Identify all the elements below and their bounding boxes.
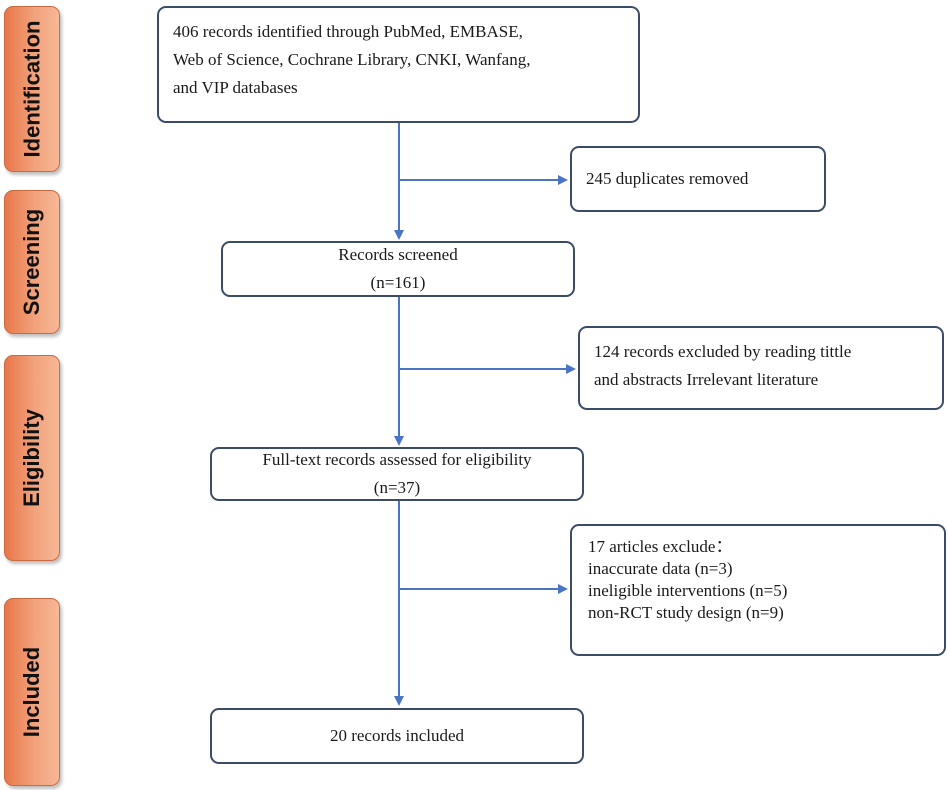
- identified-line-3: and VIP databases: [173, 78, 298, 97]
- identified-line-2: Web of Science, Cochrane Library, CNKI, …: [173, 50, 531, 69]
- screened-line-1: Records screened: [338, 245, 458, 264]
- excluded-articles-line-4: non-RCT study design (n=9): [588, 603, 784, 622]
- excluded-articles-line-1: 17 articles exclude：: [588, 537, 733, 556]
- identified-line-1: 406 records identified through PubMed, E…: [173, 22, 523, 41]
- box-articles-excluded: 17 articles exclude： inaccurate data (n=…: [570, 524, 946, 656]
- screened-line-2: (n=161): [370, 273, 426, 292]
- box-records-screened: Records screened (n=161): [221, 241, 575, 297]
- duplicates-line-1: 245 duplicates removed: [586, 169, 749, 188]
- box-excluded-by-title: 124 records excluded by reading tittle a…: [578, 326, 944, 410]
- excluded-title-line-2: and abstracts Irrelevant literature: [594, 370, 819, 389]
- stage-screening: Screening: [4, 190, 60, 334]
- box-records-identified: 406 records identified through PubMed, E…: [157, 6, 640, 123]
- box-fulltext-assessed: Full-text records assessed for eligibili…: [210, 447, 584, 501]
- box-records-included: 20 records included: [210, 708, 584, 764]
- fulltext-line-2: (n=37): [373, 478, 421, 497]
- excluded-title-line-1: 124 records excluded by reading tittle: [594, 342, 852, 361]
- fulltext-line-1: Full-text records assessed for eligibili…: [262, 450, 532, 469]
- stage-eligibility: Eligibility: [4, 355, 60, 561]
- excluded-articles-line-3: ineligible interventions (n=5): [588, 581, 788, 600]
- stage-included: Included: [4, 598, 60, 786]
- excluded-articles-line-2: inaccurate data (n=3): [588, 559, 733, 578]
- stage-identification: Identification: [4, 6, 60, 172]
- included-line-1: 20 records included: [329, 726, 465, 745]
- box-duplicates-removed: 245 duplicates removed: [570, 146, 826, 212]
